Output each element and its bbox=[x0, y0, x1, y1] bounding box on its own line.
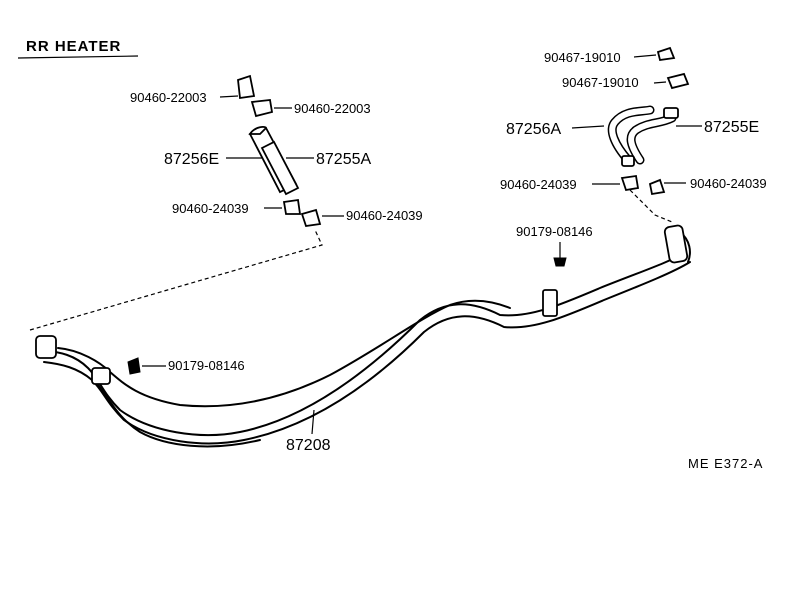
pipe-tube-1 bbox=[41, 251, 687, 437]
callout-hose-right-e: 87255E bbox=[704, 119, 759, 136]
pipe-tube-3 bbox=[57, 299, 511, 408]
clamp-left-top-2 bbox=[250, 99, 292, 118]
callout-clamp-left-top-2: 90460-22003 bbox=[294, 101, 371, 116]
clamp-left-1 bbox=[264, 198, 302, 215]
callout-pipe-assembly: 87208 bbox=[286, 437, 331, 454]
leader-pipe-assembly bbox=[311, 409, 315, 435]
install-path-left bbox=[29, 229, 323, 331]
clip-left bbox=[127, 357, 166, 375]
title-underline bbox=[17, 55, 139, 59]
callout-clip-left: 90179-08146 bbox=[168, 358, 245, 373]
grommet-top-right-2 bbox=[653, 72, 690, 90]
hose-left-assembly bbox=[248, 126, 300, 196]
pipe-right-end-fitting bbox=[663, 224, 689, 264]
clamp-left-top-1 bbox=[219, 74, 256, 100]
callout-clip-right: 90179-08146 bbox=[516, 224, 593, 239]
callout-clamp-left-2: 90460-24039 bbox=[346, 208, 423, 223]
callout-hose-left-e: 87256E bbox=[164, 151, 219, 168]
leader-hose-right-a bbox=[571, 125, 605, 129]
clip-right bbox=[553, 242, 567, 267]
clamp-right-1 bbox=[592, 174, 640, 192]
callout-clamp-right-2: 90460-24039 bbox=[690, 176, 767, 191]
install-path-right bbox=[629, 189, 673, 223]
callout-clamp-left-top-1: 90460-22003 bbox=[130, 90, 207, 105]
clamp-right-2 bbox=[648, 178, 686, 196]
pipe-tube-4 bbox=[95, 381, 261, 448]
callout-grommet-top-right-2: 90467-19010 bbox=[562, 75, 639, 90]
pipe-assembly bbox=[35, 224, 691, 448]
callout-clamp-right-1: 90460-24039 bbox=[500, 177, 577, 192]
hose-right-assembly bbox=[607, 105, 679, 167]
pipe-bracket-left bbox=[91, 367, 111, 385]
callout-clamp-left-1: 90460-24039 bbox=[172, 201, 249, 216]
callout-hose-right-a: 87256A bbox=[506, 121, 561, 138]
clamp-left-2 bbox=[300, 208, 344, 227]
reference-code: ME E372-A bbox=[688, 456, 763, 471]
callout-hose-left-a: 87255A bbox=[316, 151, 371, 168]
diagram-title: RR HEATER bbox=[26, 38, 121, 55]
callout-grommet-top-right-1: 90467-19010 bbox=[544, 50, 621, 65]
pipe-left-end-fitting bbox=[35, 335, 57, 359]
pipe-tube-2 bbox=[43, 261, 691, 445]
grommet-top-right-1 bbox=[633, 46, 676, 62]
pipe-bracket-right bbox=[542, 289, 558, 317]
